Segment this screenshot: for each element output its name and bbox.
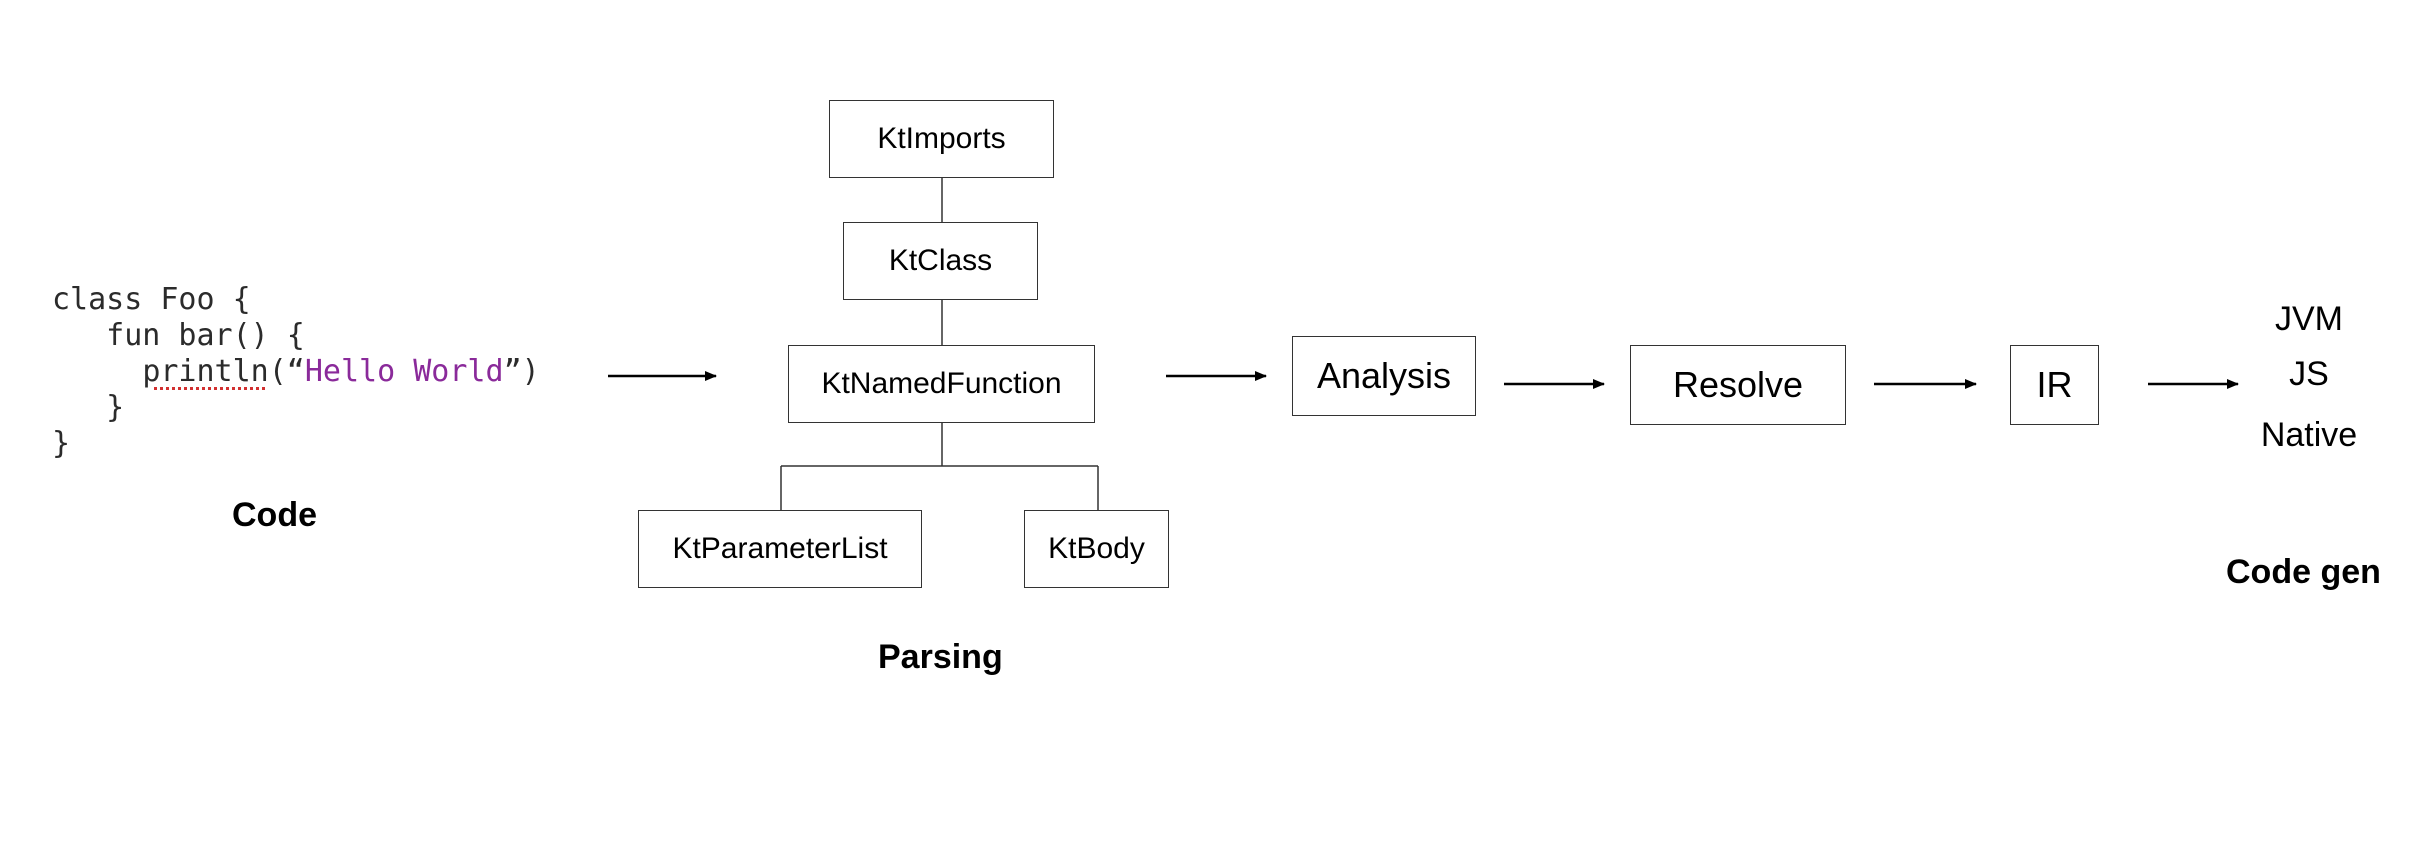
- code-line: println(“Hello World”): [142, 354, 540, 389]
- node-ktbody: KtBody: [1024, 510, 1169, 588]
- code-line: }: [52, 390, 125, 425]
- println-call: println: [142, 354, 269, 389]
- code-line: }: [52, 426, 71, 461]
- node-ktparameterlist: KtParameterList: [638, 510, 922, 588]
- code-label: Code: [232, 496, 317, 534]
- codegen-label: Code gen: [2226, 553, 2381, 591]
- code-line: fun bar() {: [52, 318, 305, 353]
- node-ktimports: KtImports: [829, 100, 1054, 178]
- node-ktnamedfunction: KtNamedFunction: [788, 345, 1095, 423]
- parsing-label: Parsing: [878, 638, 1003, 676]
- target-js: JS: [2289, 355, 2329, 393]
- code-snippet: class Foo { fun bar() { println(“Hello W…: [52, 282, 540, 462]
- node-ir: IR: [2010, 345, 2099, 425]
- node-resolve: Resolve: [1630, 345, 1846, 425]
- node-ktclass: KtClass: [843, 222, 1038, 300]
- code-line: class Foo {: [52, 282, 251, 317]
- node-analysis: Analysis: [1292, 336, 1476, 416]
- target-jvm: JVM: [2275, 300, 2343, 338]
- string-literal: Hello World: [304, 354, 504, 389]
- target-native: Native: [2260, 416, 2358, 454]
